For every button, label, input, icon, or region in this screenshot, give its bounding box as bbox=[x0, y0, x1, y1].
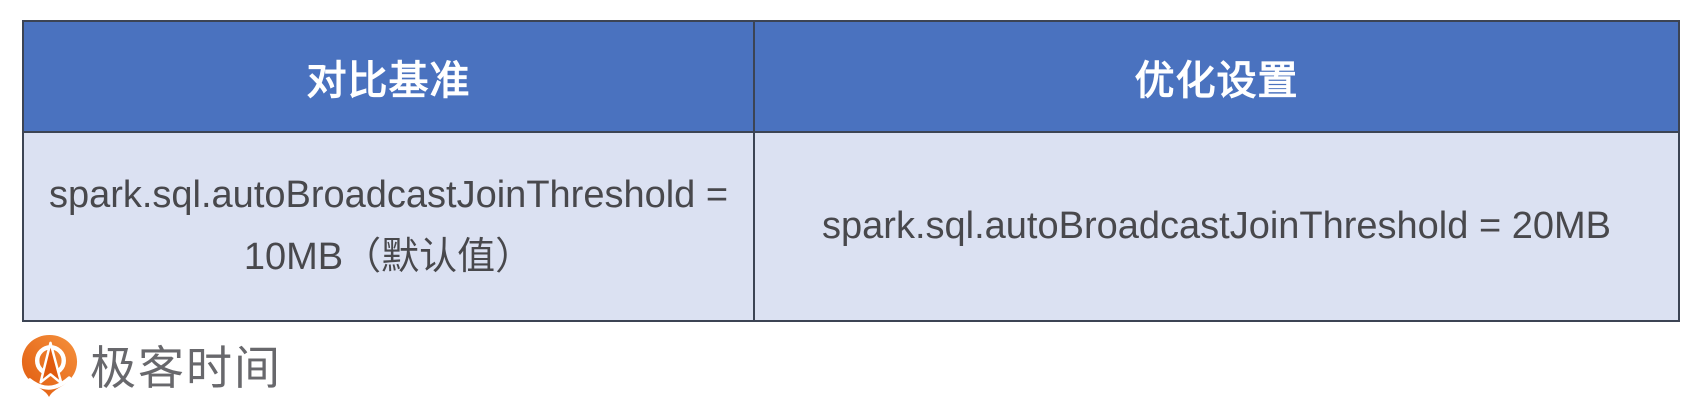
table-cell-baseline-value: spark.sql.autoBroadcastJoinThreshold = 1… bbox=[24, 133, 755, 320]
geektime-pin-icon bbox=[21, 334, 78, 397]
table-header-optimized: 优化设置 bbox=[755, 22, 1678, 133]
geektime-logo-text: 极客时间 bbox=[90, 342, 282, 394]
table-cell-optimized-value: spark.sql.autoBroadcastJoinThreshold = 2… bbox=[755, 133, 1678, 320]
geektime-logo: 极客时间 bbox=[18, 333, 282, 397]
comparison-table: 对比基准 优化设置 spark.sql.autoBroadcastJoinThr… bbox=[22, 20, 1680, 322]
table-header-baseline: 对比基准 bbox=[24, 22, 755, 133]
